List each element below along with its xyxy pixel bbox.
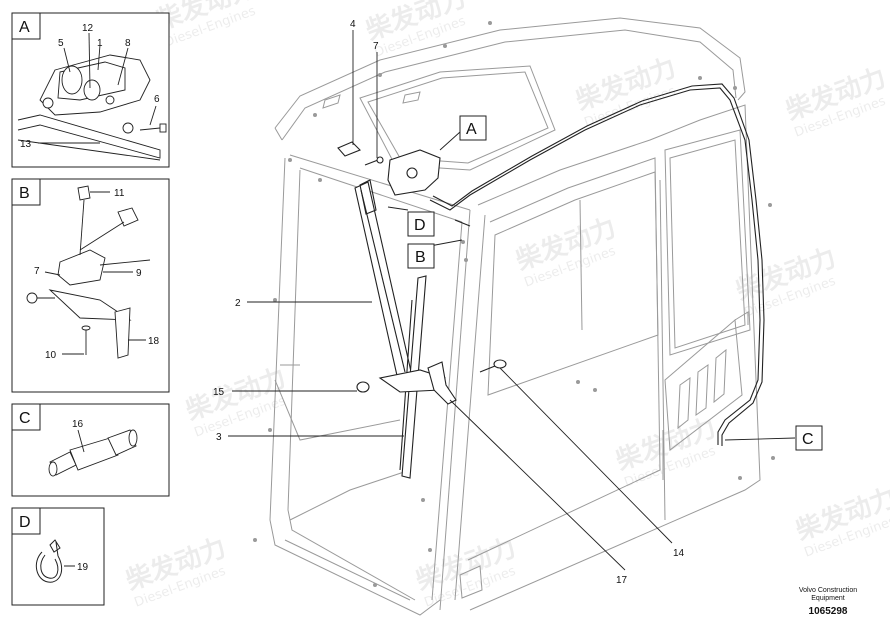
panel-letter: C [19, 410, 31, 427]
detail-tags: A D B C [407, 115, 823, 451]
callout-15: 15 [213, 387, 225, 398]
inset-panel-c: C 16 [11, 403, 170, 497]
panel-letter: D [19, 514, 31, 531]
company-name: Volvo Construction [799, 587, 857, 594]
panel-letter: A [19, 19, 30, 36]
callout-8: 8 [125, 38, 131, 49]
svg-text:C: C [802, 431, 814, 448]
callout-13: 13 [20, 139, 32, 150]
callout-9: 9 [136, 268, 142, 279]
callout-5: 5 [58, 38, 64, 49]
callout-10: 10 [45, 350, 57, 361]
inset-panel-b: B 11 7 9 10 18 [11, 178, 170, 393]
wiper-assembly [337, 83, 765, 479]
inset-panel-d: D 19 [11, 507, 105, 606]
callout-7: 7 [373, 41, 379, 52]
callout-18: 18 [148, 336, 160, 347]
leader-lines [228, 30, 796, 571]
inset-panel-a: A 5 12 1 8 6 13 [11, 12, 170, 168]
callout-12: 12 [82, 23, 94, 34]
callout-6: 6 [154, 94, 160, 105]
part-number: 1065298 [809, 606, 848, 617]
callout-19: 19 [77, 562, 89, 573]
svg-text:A: A [466, 121, 477, 138]
callout-4: 4 [350, 19, 356, 30]
tag-a: A [459, 115, 487, 141]
svg-text:D: D [414, 217, 426, 234]
callout-1: 1 [97, 38, 103, 49]
callout-2: 2 [235, 298, 241, 309]
callout-3: 3 [216, 432, 222, 443]
cab-drawing [253, 17, 775, 616]
callout-11: 11 [114, 188, 125, 199]
tag-d: D [407, 211, 435, 237]
panel-letter: B [19, 185, 30, 202]
tag-c: C [795, 425, 823, 451]
callout-17: 17 [616, 575, 628, 586]
callout-7: 7 [34, 266, 40, 277]
company-name-2: Equipment [811, 595, 845, 602]
main-callouts: 4 7 2 15 3 17 14 [213, 19, 685, 586]
svg-text:B: B [415, 249, 426, 266]
footer: Volvo Construction Equipment 1065298 [799, 587, 857, 617]
callout-16: 16 [72, 419, 84, 430]
callout-14: 14 [673, 548, 685, 559]
tag-b: B [407, 243, 435, 269]
